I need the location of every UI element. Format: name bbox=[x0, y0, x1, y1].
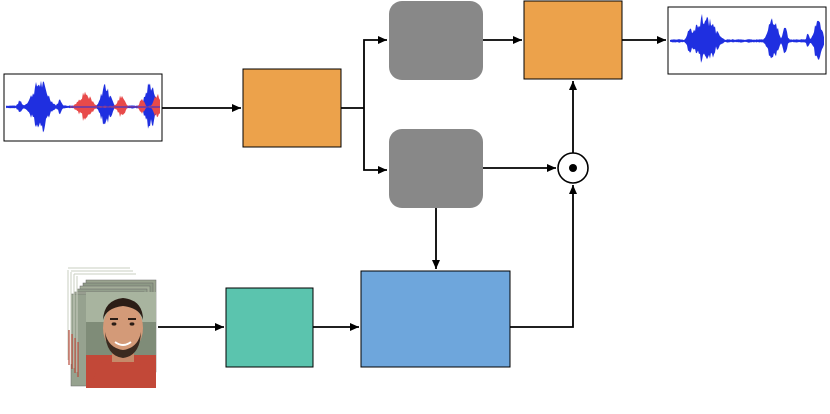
split-to-top-arrow bbox=[363, 36, 387, 108]
fusion-block bbox=[360, 270, 511, 368]
elementwise-product-operator bbox=[557, 152, 589, 184]
fusion-to-product-arrow bbox=[510, 185, 577, 328]
audio-encoder-block bbox=[242, 68, 342, 148]
mask-branch-top-block bbox=[389, 1, 483, 80]
split-to-bottom-arrow bbox=[363, 108, 387, 174]
connections bbox=[158, 36, 666, 331]
decoder-block bbox=[523, 0, 623, 80]
mask-branch-bottom-block bbox=[389, 129, 483, 208]
face-frames-icon bbox=[67, 267, 157, 388]
output-waveform-icon bbox=[667, 6, 827, 75]
input-waveform-icon bbox=[3, 73, 163, 142]
visual-frontend-block bbox=[225, 287, 314, 368]
